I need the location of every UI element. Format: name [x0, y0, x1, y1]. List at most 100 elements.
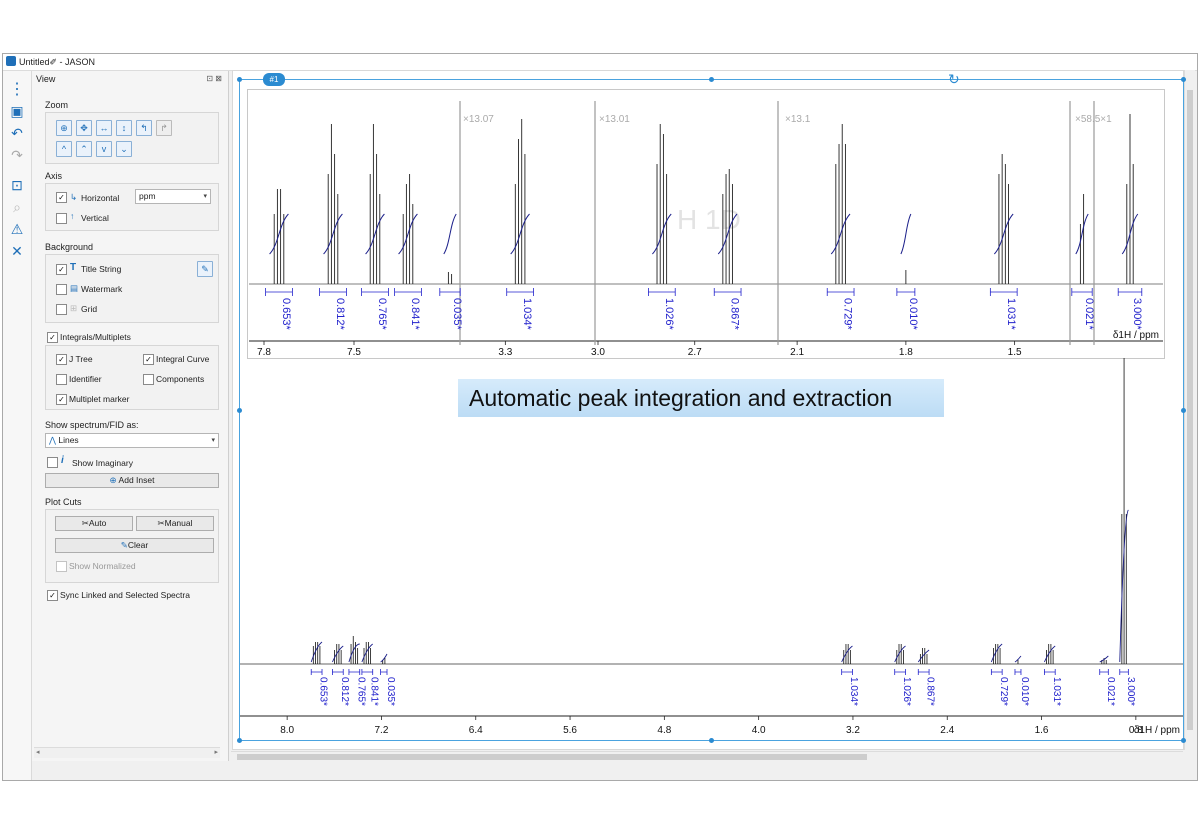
resize-handle[interactable] [1181, 77, 1186, 82]
inset-x-tick-label: 3.3 [498, 347, 512, 358]
components-checkbox[interactable] [143, 374, 154, 385]
manual-cut-button[interactable]: ✂Manual [136, 516, 214, 531]
inset-x-tick-label: 2.1 [790, 347, 804, 358]
x-tick-label: 4.8 [657, 725, 671, 736]
lines-icon: ⋀ [49, 435, 56, 445]
show-normalized-checkbox[interactable] [56, 561, 67, 572]
redo-icon[interactable]: ↷ [11, 146, 23, 163]
inset-integral-curve [269, 213, 289, 255]
background-label: Background [45, 242, 94, 252]
scale-down-icon[interactable]: v [96, 141, 112, 157]
save-icon[interactable]: ▣ [10, 102, 24, 119]
title-string-checkbox[interactable]: ✓ [56, 264, 67, 275]
inset-peak [835, 124, 846, 284]
sync-checkbox[interactable]: ✓ [47, 590, 58, 601]
zoom-vertical-icon[interactable]: ↕ [116, 120, 132, 136]
grid-checkbox[interactable] [56, 304, 67, 315]
horizontal-scrollbar[interactable] [231, 751, 1183, 762]
scroll-left-icon[interactable]: ◂ [36, 749, 40, 756]
zoom-forward-icon[interactable]: ↱ [156, 120, 172, 136]
integral-label: 0.867* [925, 677, 936, 706]
spectrum-peak [919, 648, 928, 664]
integral-bracket [841, 669, 853, 675]
scale-up-icon[interactable]: ^ [56, 141, 72, 157]
resize-handle[interactable] [1181, 738, 1186, 743]
more-icon[interactable]: ⋮ [9, 81, 25, 98]
scissors-icon: ✂ [157, 518, 165, 528]
warning-icon[interactable]: ⚠ [10, 220, 24, 237]
show-as-select[interactable]: ⋀ Lines ▾ [45, 433, 219, 448]
pan-icon[interactable]: ✥ [76, 120, 92, 136]
resize-handle[interactable] [237, 408, 242, 413]
resize-handle[interactable] [237, 738, 242, 743]
integrals-checkbox[interactable]: ✓ [47, 332, 58, 343]
main-svg: 0.653*0.812*0.765*0.841*0.035*1.034*1.02… [240, 358, 1183, 736]
zoom-view-icon[interactable]: ⊡ [11, 176, 23, 193]
zoom-horizontal-icon[interactable]: ↔ [96, 120, 112, 136]
integral-bracket [1119, 669, 1129, 675]
horizontal-scroll-thumb[interactable] [237, 754, 867, 760]
chevron-down-icon: ▾ [203, 193, 207, 200]
integral-bracket [348, 669, 361, 675]
show-imaginary-checkbox[interactable] [47, 457, 58, 468]
integral-curve [310, 641, 323, 663]
resize-handle[interactable] [709, 738, 714, 743]
x-tick-label: 4.0 [752, 725, 766, 736]
zoom-in-icon[interactable]: ⊕ [56, 120, 72, 136]
add-inset-button[interactable]: ⊕ Add Inset [45, 473, 219, 488]
watermark-checkbox[interactable] [56, 284, 67, 295]
inset-peak [369, 124, 381, 284]
undo-icon[interactable]: ↶ [11, 124, 23, 141]
zoom-back-icon[interactable]: ↰ [136, 120, 152, 136]
unit-select[interactable]: ppm ▾ [135, 189, 211, 204]
panel-scrollbar[interactable]: ◂ ▸ [34, 747, 220, 758]
integral-curve [990, 643, 1003, 663]
scale-down-fast-icon[interactable]: ⌄ [116, 141, 132, 157]
j-tree-checkbox[interactable]: ✓ [56, 354, 67, 365]
callout-text: Automatic peak integration and extractio… [469, 385, 893, 411]
scroll-right-icon[interactable]: ▸ [214, 749, 218, 756]
j-tree-label: J Tree [69, 354, 93, 364]
integral-bracket [380, 669, 388, 675]
inset-peak [998, 154, 1009, 284]
rotate-icon[interactable]: ↻ [948, 71, 960, 87]
resize-handle[interactable] [237, 77, 242, 82]
window-title: Untitled✐ - JASON [19, 57, 96, 67]
inset-peak [273, 189, 285, 284]
show-as-value: Lines [58, 435, 79, 445]
tools-icon[interactable]: ✕ [11, 242, 23, 259]
auto-cut-button[interactable]: ✂Auto [55, 516, 133, 531]
search-icon[interactable]: ⌕ [13, 198, 21, 215]
axis-group: ✓ ↳ Horizontal ppm ▾ ↑ Vertical [45, 183, 219, 231]
panel-controls[interactable]: ⊡ ⊠ [206, 74, 222, 83]
zoom-group: ⊕ ✥ ↔ ↕ ↰ ↱ ^ ⌃ v ⌄ [45, 112, 219, 164]
identifier-checkbox[interactable] [56, 374, 67, 385]
multiplet-marker-checkbox[interactable]: ✓ [56, 394, 67, 405]
resize-handle[interactable] [709, 77, 714, 82]
integral-bracket [917, 669, 930, 675]
vertical-checkbox[interactable] [56, 213, 67, 224]
inset-integral-curve [717, 213, 738, 255]
vertical-scroll-thumb[interactable] [1187, 90, 1193, 730]
grid-label: Grid [81, 304, 98, 314]
inset-integral-label: 0.021* [1083, 298, 1095, 331]
integral-curve [841, 645, 853, 663]
integral-label: 1.026* [901, 677, 912, 706]
panel-title: View [36, 74, 56, 84]
spectrum-peak [334, 644, 342, 664]
scale-up-fast-icon[interactable]: ⌃ [76, 141, 92, 157]
inset-plot[interactable] [247, 89, 1165, 359]
integral-label: 0.841* [368, 677, 379, 706]
app-icon [6, 56, 16, 66]
integral-curve-checkbox[interactable]: ✓ [143, 354, 154, 365]
show-as-label: Show spectrum/FID as: [45, 420, 139, 430]
clear-cuts-button[interactable]: ✎Clear [55, 538, 214, 553]
item-tag[interactable]: #1 [263, 73, 285, 86]
left-toolstrip: ⋮ ▣ ↶ ↷ ⊡ ⌕ ⚠ ✕ [3, 71, 32, 780]
resize-handle[interactable] [1181, 408, 1186, 413]
inset-integral-curve [652, 213, 672, 255]
inset-integral-label: 0.035* [451, 298, 463, 331]
horizontal-checkbox[interactable]: ✓ [56, 192, 67, 203]
scale-factor-label: ×13.1 [785, 114, 811, 125]
edit-title-icon[interactable]: ✎ [197, 261, 213, 277]
